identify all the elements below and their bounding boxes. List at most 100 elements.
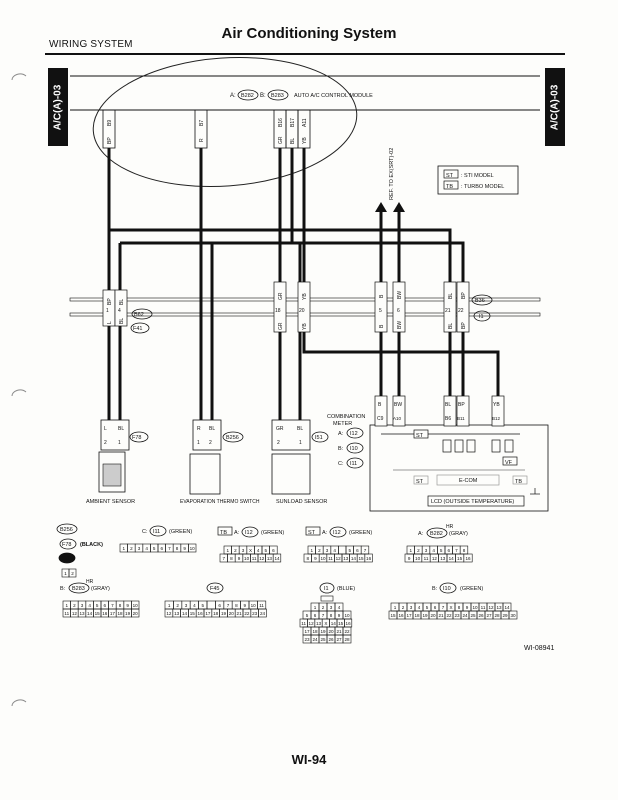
- connector-pin-number: 16: [346, 621, 352, 626]
- joint-pin-color: YB: [302, 323, 308, 330]
- connector-cell: [188, 543, 197, 553]
- connector-pin-number: 17: [110, 611, 116, 616]
- connector-pin-number: 13: [316, 621, 322, 626]
- connector-pin-number: 14: [331, 621, 337, 626]
- svg-text:(BLUE): (BLUE): [337, 586, 355, 592]
- svg-text:1: 1: [197, 440, 200, 446]
- module-pin: B17: [290, 118, 296, 127]
- punch-hole-mark: [11, 699, 27, 707]
- connector-pin-number: 5: [306, 613, 309, 618]
- joint-pin-color: BP: [107, 298, 113, 305]
- svg-text:2: 2: [277, 440, 280, 446]
- module-pin: A11: [302, 118, 308, 127]
- joint-pin-color: B: [379, 324, 385, 328]
- joint-label-b36: B36: [475, 298, 485, 304]
- legend-code: TB: [446, 184, 453, 190]
- connector-pin-number: X: [324, 621, 327, 626]
- conn-f45: F45: [210, 586, 219, 592]
- connector-pin-number: 6: [434, 605, 437, 610]
- connector-pin-number: 14: [449, 556, 455, 561]
- svg-text:A10: A10: [393, 416, 402, 421]
- connector-pin-number: 15: [457, 556, 463, 561]
- hand-drawn-circle: [92, 56, 358, 188]
- connector-pin-number: 21: [336, 629, 342, 634]
- connector-pin-number: 1: [64, 571, 67, 576]
- connector-pin-number: 8: [330, 613, 333, 618]
- connector-pin-number: 13: [440, 556, 446, 561]
- connector-pin-number: 15: [95, 611, 101, 616]
- connector-cell: [342, 634, 352, 644]
- connector-pin-number: 11: [481, 605, 486, 610]
- page-number: WI-94: [291, 752, 327, 767]
- connector-pin-number: 5: [426, 605, 429, 610]
- connector-pin-number: 15: [190, 611, 196, 616]
- connector-pin-number: 3: [330, 605, 333, 610]
- connector-pin-number: 18: [117, 611, 123, 616]
- connector-pin-number: 17: [304, 629, 310, 634]
- connector-pin-number: 2: [71, 571, 74, 576]
- joint-pin-num: 18: [275, 308, 281, 314]
- svg-text:2: 2: [209, 440, 212, 446]
- svg-text:B:: B:: [60, 586, 66, 592]
- connector-pin-number: 2: [130, 546, 133, 551]
- connector-pin-number: 1: [311, 548, 314, 553]
- connector-pin-number: 2: [234, 548, 237, 553]
- connector-pin-number: 20: [133, 611, 139, 616]
- connector-pin-number: 16: [398, 613, 404, 618]
- connector-pin-number: 17: [205, 611, 211, 616]
- connector-pin-number: 9: [126, 603, 129, 608]
- connector-pin-number: 21: [438, 613, 444, 618]
- connector-pin-number: 8: [458, 605, 461, 610]
- conn-i51: I51: [62, 556, 70, 562]
- svg-text:A:: A:: [234, 530, 240, 536]
- svg-text:(GREEN): (GREEN): [349, 530, 372, 536]
- connector-pin-number: 4: [145, 546, 148, 551]
- joint-pin-color: BW: [397, 321, 403, 329]
- connector-pin-number: 5: [153, 546, 156, 551]
- svg-text:BP: BP: [458, 402, 465, 408]
- connector-pin-number: 6: [218, 603, 221, 608]
- connector-pin-number: 4: [333, 548, 336, 553]
- connector-pin-number: 14: [351, 556, 357, 561]
- connector-pin-number: 25: [470, 613, 476, 618]
- connector-pin-number: 10: [190, 546, 196, 551]
- connector-pin-number: 4: [193, 603, 196, 608]
- connector-pin-number: 11: [328, 556, 333, 561]
- conn-b256: B256: [60, 527, 73, 533]
- legend-code: ST: [446, 173, 454, 179]
- svg-text:B11: B11: [457, 416, 465, 421]
- joint-label-i1: I1: [479, 314, 484, 320]
- connector-pin-number: 24: [312, 637, 318, 642]
- connector-pin-number: 2: [322, 605, 325, 610]
- joint-pin-num: 22: [458, 308, 464, 314]
- connector-pin-number: 12: [309, 621, 315, 626]
- connector-pin-number: 13: [174, 611, 180, 616]
- connector-pin-number: 9: [244, 603, 247, 608]
- svg-text:C:: C:: [338, 461, 344, 467]
- connector-pin-number: 4: [432, 548, 435, 553]
- svg-text:A:: A:: [418, 531, 424, 537]
- connector-pin-number: 7: [227, 603, 230, 608]
- meter-conn: I12: [350, 431, 358, 437]
- connector-pin-number: 10: [472, 605, 478, 610]
- connector-pin-number: 16: [102, 611, 108, 616]
- connector-pin-number: 26: [328, 637, 334, 642]
- connector-pin-number: 5: [349, 548, 352, 553]
- joint-pin-color: BL: [448, 293, 454, 299]
- connector-pin-number: 3: [410, 605, 413, 610]
- connector-pin-number: 2: [402, 605, 405, 610]
- connector-pin-number: 11: [252, 556, 257, 561]
- svg-text:A:: A:: [322, 530, 328, 536]
- connector-pin-number: 29: [502, 613, 508, 618]
- svg-text:R: R: [197, 426, 201, 432]
- module-label: AUTO A/C CONTROL MODULE: [294, 93, 373, 99]
- connector-pin-number: 8: [307, 556, 310, 561]
- joint-label-b62: B62: [134, 312, 144, 318]
- ambient-label: AMBIENT SENSOR: [86, 499, 135, 505]
- connector-pin-number: 3: [81, 603, 84, 608]
- conn-f78: F78: [62, 542, 71, 548]
- module-conn-a-prefix: A:: [230, 93, 236, 99]
- connector-pin-number: 3: [138, 546, 141, 551]
- joint-pin-color: L: [107, 321, 113, 324]
- connector-pin-number: 2: [318, 548, 321, 553]
